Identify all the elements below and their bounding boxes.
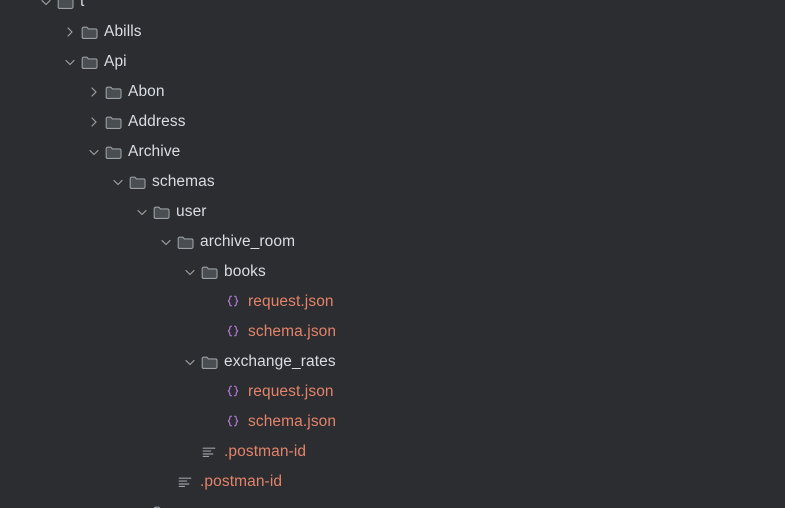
folder-icon: [56, 0, 74, 11]
folder-icon: [80, 53, 98, 71]
chevron-right-icon[interactable]: [86, 114, 102, 130]
tree-row[interactable]: request.json: [0, 377, 785, 407]
twisty-spacer: [182, 444, 198, 460]
chevron-down-icon[interactable]: [182, 264, 198, 280]
tree-node-label: schema.json: [248, 413, 337, 430]
tree-row[interactable]: schema.json: [0, 407, 785, 437]
tree-row[interactable]: Abills: [0, 17, 785, 47]
tree-node-label: .postman-id: [200, 473, 283, 490]
tree-node-label: .postman-id: [224, 443, 307, 460]
json-braces-icon: [224, 413, 242, 431]
tree-row[interactable]: Abon: [0, 77, 785, 107]
tree-node-label: archive_room: [200, 233, 296, 250]
tree-node-label: books: [224, 263, 266, 280]
tree-row[interactable]: request.json: [0, 287, 785, 317]
folder-icon: [152, 203, 170, 221]
text-lines-file-icon: [176, 473, 194, 491]
chevron-down-icon[interactable]: [110, 174, 126, 190]
chevron-down-icon[interactable]: [158, 234, 174, 250]
folder-icon: [128, 173, 146, 191]
tree-row[interactable]: archive_room: [0, 227, 785, 257]
json-braces-icon: [224, 293, 242, 311]
tree-row[interactable]: Archive: [0, 137, 785, 167]
folder-icon: [104, 113, 122, 131]
chevron-down-icon[interactable]: [86, 144, 102, 160]
chevron-down-icon[interactable]: [134, 204, 150, 220]
tree-node-label: schemas: [152, 173, 215, 190]
tree-node-label: Abills: [104, 23, 142, 40]
tree-row[interactable]: schema.json: [0, 317, 785, 347]
twisty-spacer: [134, 504, 150, 508]
chevron-right-icon[interactable]: [86, 84, 102, 100]
twisty-spacer: [206, 414, 222, 430]
twisty-spacer: [158, 474, 174, 490]
tree-node-label: schema.json: [248, 323, 337, 340]
tree-node-label: Archive: [128, 143, 181, 160]
chevron-down-icon[interactable]: [38, 0, 54, 10]
chevron-down-icon[interactable]: [182, 354, 198, 370]
tree-node-label: t: [80, 0, 85, 10]
chevron-right-icon[interactable]: [62, 24, 78, 40]
folder-icon: [152, 503, 170, 508]
folder-icon: [104, 83, 122, 101]
tree-row[interactable]: .postman-id: [0, 467, 785, 497]
chevron-down-icon[interactable]: [62, 54, 78, 70]
twisty-spacer: [206, 294, 222, 310]
folder-icon: [200, 263, 218, 281]
text-lines-file-icon: [200, 443, 218, 461]
json-braces-icon: [224, 383, 242, 401]
tree-row[interactable]: user: [0, 197, 785, 227]
folder-icon: [80, 23, 98, 41]
tree-row[interactable]: .postman-id: [0, 437, 785, 467]
json-braces-icon: [224, 323, 242, 341]
twisty-spacer: [206, 324, 222, 340]
tree-node-label: request.json: [248, 293, 334, 310]
tree-node-label: exchange_rates: [224, 353, 336, 370]
twisty-spacer: [206, 384, 222, 400]
tree-node-label: Address: [128, 113, 186, 130]
tree-row[interactable]: [0, 497, 785, 508]
tree-node-label: request.json: [248, 383, 334, 400]
tree-node-label: Abon: [128, 83, 165, 100]
folder-icon: [200, 353, 218, 371]
tree-row[interactable]: Api: [0, 47, 785, 77]
tree-row[interactable]: exchange_rates: [0, 347, 785, 377]
tree-row[interactable]: books: [0, 257, 785, 287]
folder-icon: [176, 233, 194, 251]
tree-node-label: user: [176, 203, 207, 220]
tree-row[interactable]: t: [0, 0, 785, 17]
folder-icon: [104, 143, 122, 161]
tree-node-label: Api: [104, 53, 127, 70]
tree-row[interactable]: schemas: [0, 167, 785, 197]
tree-row[interactable]: Address: [0, 107, 785, 137]
